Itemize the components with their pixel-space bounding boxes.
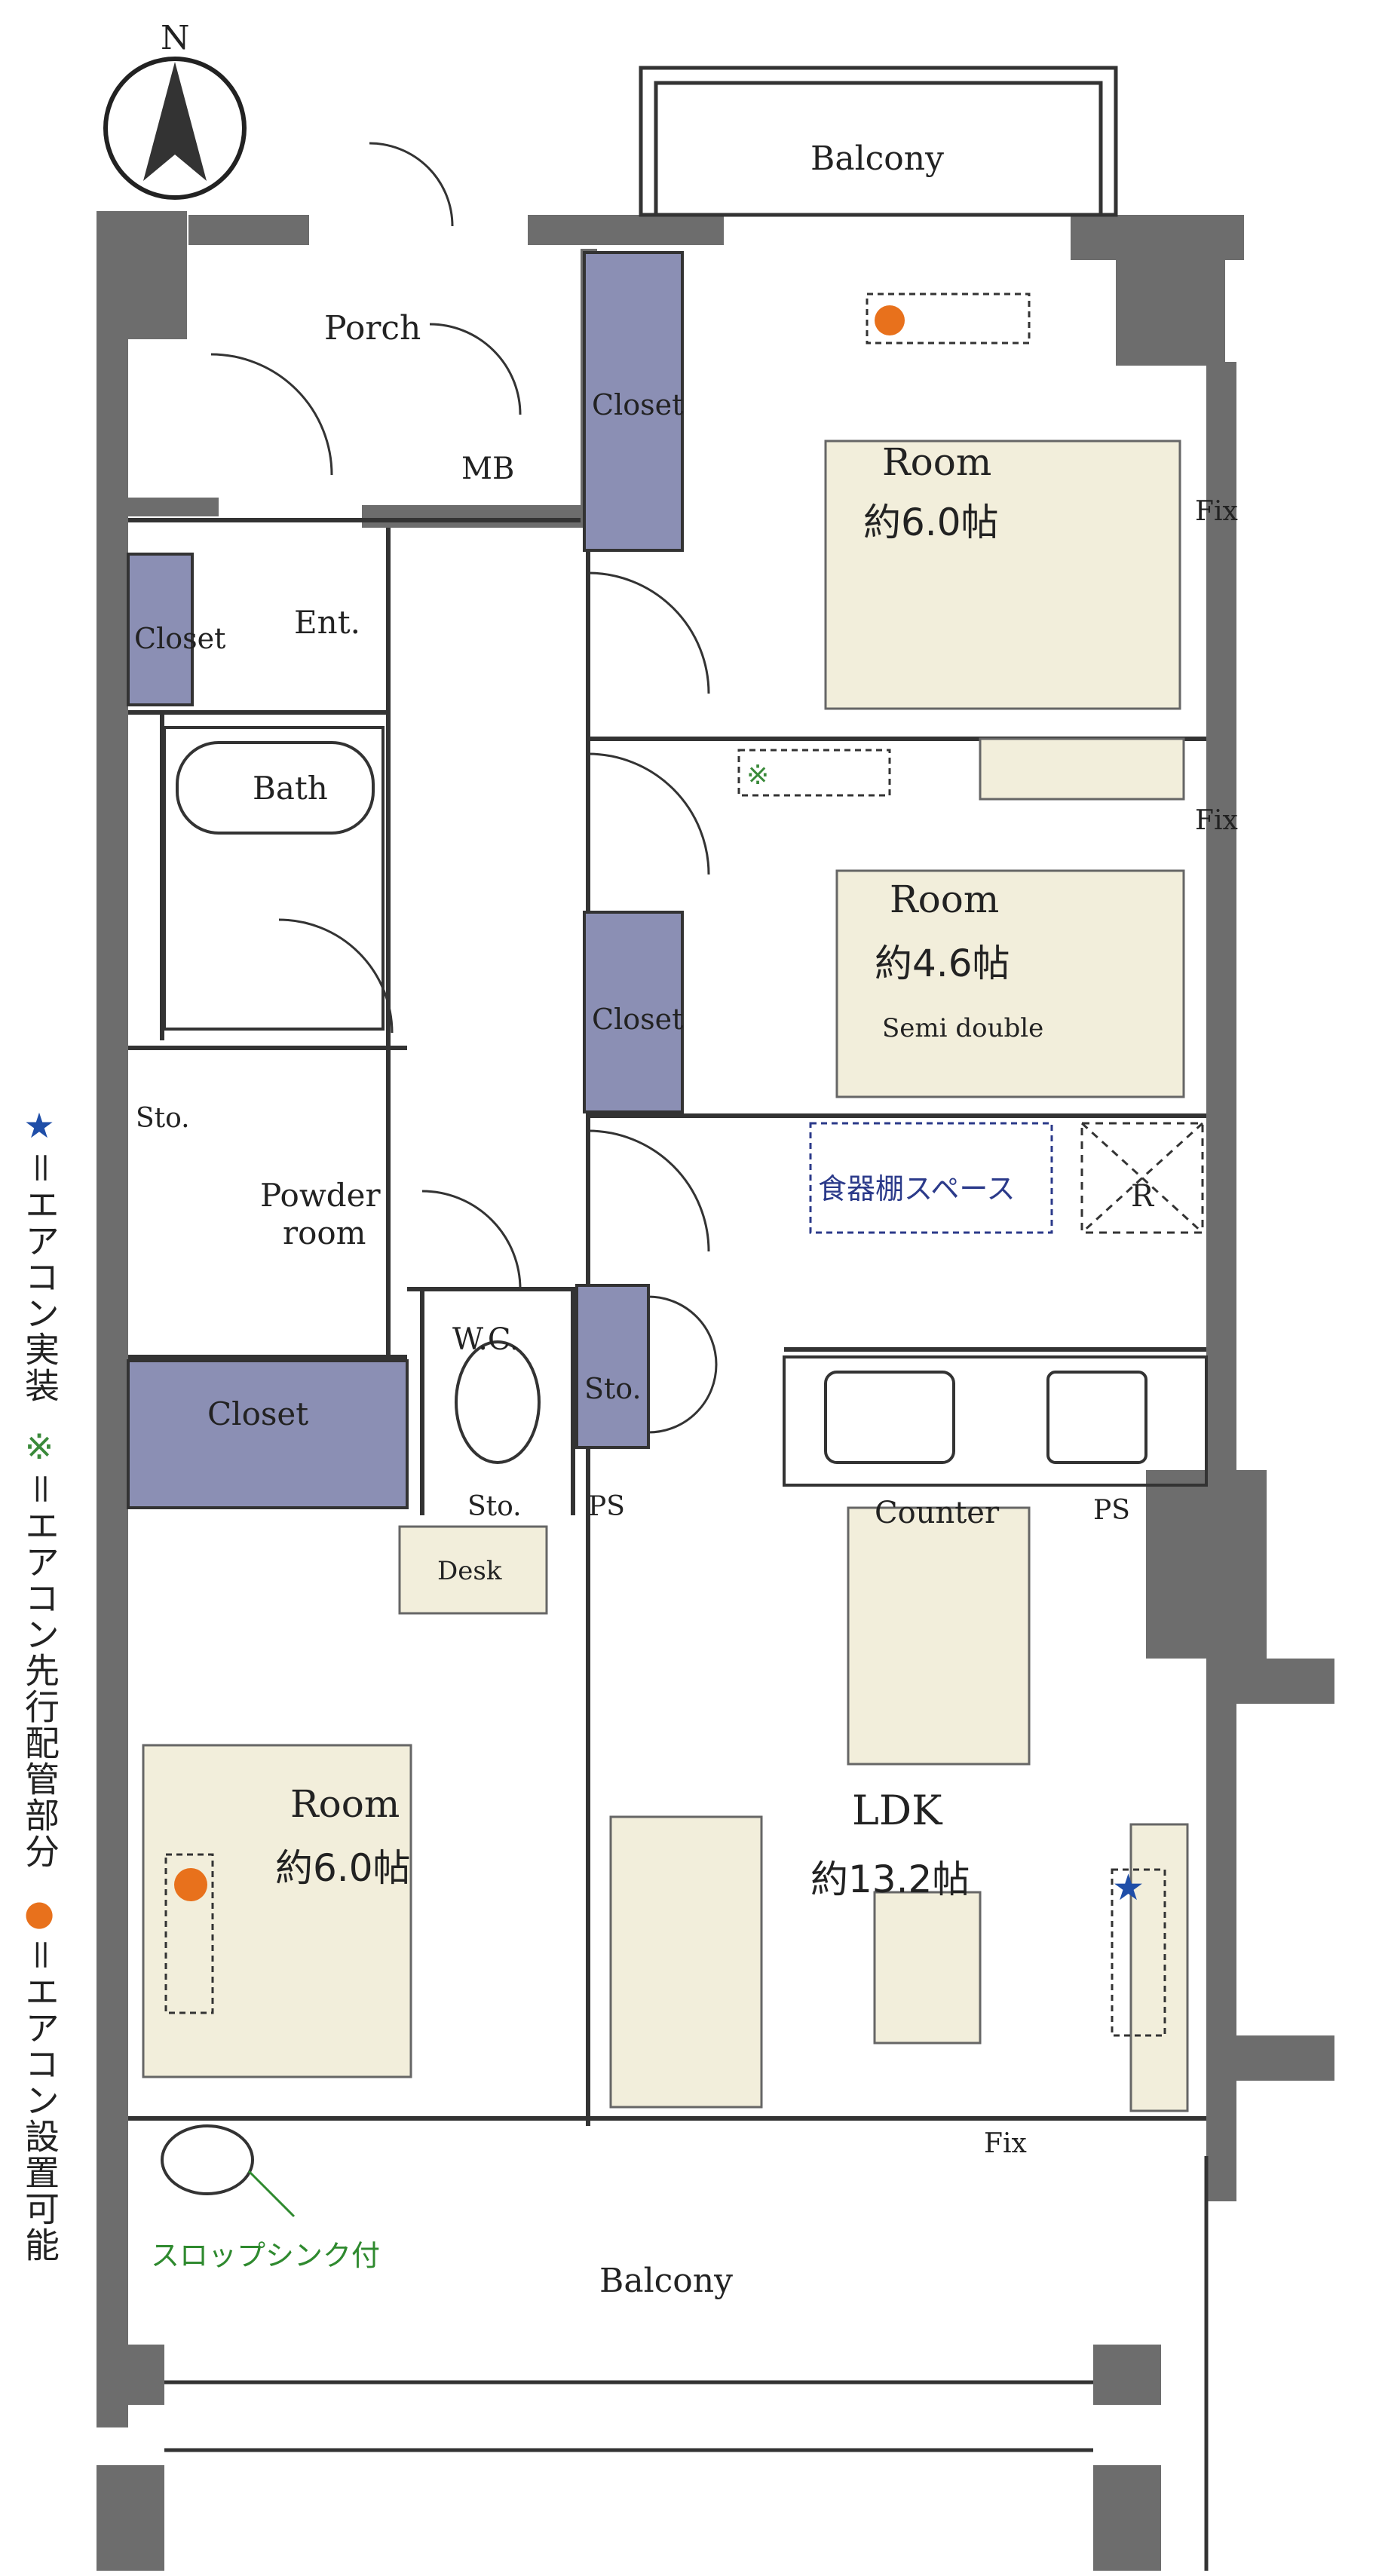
door-swings [210, 142, 718, 1434]
counter-label: Counter [875, 1496, 1000, 1530]
toilet [455, 1340, 541, 1464]
cupboard-space [809, 1122, 1053, 1234]
cupboard-space-label: 食器棚スペース [818, 1172, 1015, 1205]
bath-label: Bath [253, 770, 328, 807]
slop-sink-label: スロップシンク付 [151, 2239, 380, 2272]
legend-star-text: ＝エアコン実装 [20, 1150, 60, 1404]
wc-label: W.C. [452, 1322, 519, 1357]
room2-size: 約4.6帖 [875, 942, 1010, 985]
balcony-top-rail [639, 66, 1118, 217]
closets [127, 251, 684, 1509]
sto-right-label: Sto. [584, 1372, 642, 1405]
ps-label: PS [588, 1491, 625, 1522]
furniture [142, 440, 1189, 2112]
ldk-size: 約13.2帖 [810, 1858, 970, 1901]
aircon-possible-dot-icon [174, 1868, 207, 1901]
fridge-label: R [1131, 1179, 1155, 1214]
mb-label: MB [461, 452, 514, 486]
aircon-possible-dot-icon [875, 305, 905, 335]
room1-size: 約6.0帖 [863, 501, 999, 544]
star-icon: ★ [23, 1105, 57, 1146]
powder-room-label: Powder [260, 1177, 381, 1214]
porch-label: Porch [324, 309, 421, 348]
fix-label: Fix [1195, 805, 1238, 836]
fridge-space [1080, 1122, 1204, 1234]
aircon-outline [1111, 1868, 1166, 2037]
powder-room-label-2: room [283, 1214, 366, 1251]
legend-kome-text: ＝エアコン先行配管部分 [20, 1472, 60, 1870]
legend-dot: ●＝エアコン設置可能 [20, 1892, 60, 2263]
sto-powder-label: Sto. [136, 1103, 190, 1134]
ldk-name: LDK [852, 1787, 943, 1834]
room1-name: Room [882, 440, 991, 484]
legend: ★＝エアコン実装 ※ ＝エアコン先行配管部分 ●＝エアコン設置可能 [20, 1105, 106, 2289]
room3-name: Room [290, 1782, 400, 1826]
aircon-outline [164, 1853, 214, 2014]
legend-star: ★＝エアコン実装 [20, 1105, 60, 1404]
balcony-bottom-rail [164, 2156, 1209, 2571]
desk-label: Desk [437, 1556, 502, 1586]
aircon-kome-icon: ※ [746, 760, 769, 791]
bathtub [163, 726, 385, 1031]
ent-label: Ent. [294, 604, 360, 641]
semi-double-label: Semi double [882, 1013, 1043, 1043]
slop-sink-icon [161, 2124, 254, 2195]
ps-label: PS [1093, 1495, 1130, 1526]
slop-sink-pointer [247, 2170, 296, 2218]
north-compass-icon: N [103, 19, 247, 200]
closet-bottom-label: Closet [207, 1395, 308, 1432]
closet-room1-label: Closet [592, 388, 683, 421]
north-label: N [161, 19, 190, 57]
legend-kome: ※ ＝エアコン先行配管部分 [20, 1426, 60, 1870]
aircon-star-icon: ★ [1112, 1867, 1144, 1909]
room2-name: Room [890, 878, 999, 921]
aircon-outline [737, 749, 891, 797]
kome-icon: ※ [24, 1426, 56, 1467]
balcony-bottom-label: Balcony [599, 2262, 733, 2300]
closet-ent-label: Closet [134, 622, 225, 655]
kitchen-counter [783, 1355, 1208, 1487]
dot-icon: ● [23, 1892, 57, 1933]
sto-wc-label: Sto. [467, 1491, 522, 1522]
fix-label: Fix [984, 2128, 1027, 2159]
room3-size: 約6.0帖 [275, 1846, 411, 1890]
interior-walls [128, 518, 1206, 2126]
closet-room2-label: Closet [592, 1003, 683, 1036]
legend-dot-text: ＝エアコン設置可能 [20, 1937, 60, 2263]
fix-label: Fix [1195, 496, 1238, 527]
balcony-top-label: Balcony [810, 139, 944, 178]
